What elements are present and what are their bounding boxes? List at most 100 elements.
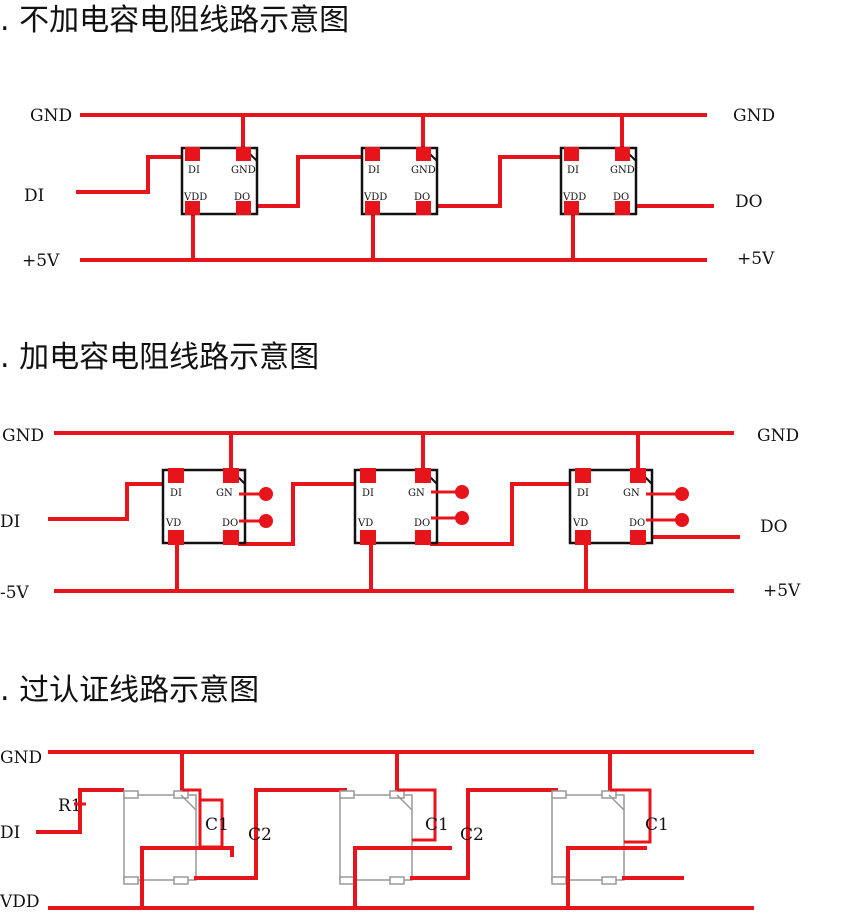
vdd-tap: [140, 846, 234, 910]
pin-label-vdd: VD: [165, 518, 181, 529]
pin-label-di: DI: [188, 165, 200, 176]
gnd-label-right: GND: [733, 106, 775, 126]
pin-label-gnd: GND: [411, 165, 436, 176]
data-wire-2-3: [410, 788, 558, 880]
pin-pad: [168, 530, 184, 545]
section2-title: . 加电容电阻线路示意图: [0, 340, 319, 375]
section3-circuit: GND DI VDD R1 C1 C2: [0, 748, 754, 912]
pin-pad: [564, 147, 579, 161]
gnd-label-left: GND: [0, 748, 42, 768]
pin-pad: [601, 790, 617, 799]
pin-label-vdd: VDD: [562, 192, 586, 203]
chip-body: [339, 794, 413, 881]
pin-label-vdd: VD: [572, 518, 588, 529]
pin-pad: [223, 530, 239, 545]
pin-label-vdd: VD: [357, 518, 373, 529]
led-chip: DI GN VD DO: [568, 431, 689, 593]
capacitor-pad: [675, 513, 689, 527]
capacitor-pad: [259, 487, 273, 501]
c2-label: C2: [248, 825, 272, 845]
pin-pad: [339, 876, 355, 885]
pin-pad: [185, 147, 200, 161]
di-wire: [36, 788, 124, 834]
pin-pad: [575, 468, 591, 483]
capacitor-pad: [455, 511, 469, 525]
data-wire-1-2: [248, 155, 369, 208]
pin-pad: [416, 201, 431, 215]
pin-label-gnd: GND: [610, 165, 635, 176]
led-chip: C1: [123, 750, 234, 910]
chip-notch: [180, 794, 197, 811]
section2-circuit: GND GND DI DO -5V +5V DI GN VD DO: [0, 426, 801, 603]
chip-notch: [396, 794, 413, 811]
section1-title: . 不加电容电阻线路示意图: [0, 3, 349, 38]
pin-pad: [236, 201, 251, 215]
di-wire: [76, 155, 189, 194]
pin-pad: [223, 468, 239, 483]
pin-pad: [630, 530, 646, 545]
led-chip: DI GND VDD DO: [360, 113, 439, 262]
pin-label-do: DO: [613, 192, 629, 203]
pin-label-vdd: VDD: [363, 192, 387, 203]
c1-label: C1: [645, 815, 669, 835]
pin-label-di: DI: [362, 488, 374, 499]
c2-label: C2: [460, 825, 484, 845]
led-chip: DI GN VD DO: [353, 431, 469, 593]
pin-label-di: DI: [567, 165, 579, 176]
data-wire-1-2: [238, 482, 360, 546]
pin-label-di: DI: [577, 488, 589, 499]
pin-pad: [551, 876, 567, 885]
capacitor-pad: [455, 485, 469, 499]
c1-label: C1: [205, 815, 229, 835]
pin-pad: [185, 201, 200, 215]
pin-label-do: DO: [414, 518, 430, 529]
pin-pad: [236, 147, 251, 161]
di-label: DI: [0, 512, 20, 532]
led-chip: DI GND VDD DO: [180, 113, 259, 262]
vcc-label-left: -5V: [0, 583, 30, 603]
data-wire-1-2: [194, 788, 347, 880]
section1-circuit: GND GND DI DO +5V +5V DI GND VDD DO: [22, 106, 775, 271]
pin-pad: [416, 147, 431, 161]
gnd-label-left: GND: [30, 106, 72, 126]
pin-label-gnd: GN: [623, 488, 640, 499]
pin-pad: [365, 201, 380, 215]
chip-body: [123, 794, 197, 881]
vdd-tap: [566, 846, 647, 910]
pin-pad: [551, 790, 567, 799]
c1-cap-lead: [397, 788, 437, 842]
pin-pad: [123, 876, 139, 885]
pin-label-gnd: GN: [408, 488, 425, 499]
do-label: DO: [760, 517, 788, 537]
led-chip: DI GN VD DO: [161, 431, 273, 593]
data-wire-2-3: [428, 155, 569, 208]
gnd-label-left: GND: [2, 426, 44, 446]
r1-label: R1: [58, 796, 82, 816]
c1-cap-lead: [610, 788, 652, 844]
pin-pad: [339, 790, 355, 799]
pin-label-do: DO: [222, 518, 238, 529]
vdd-tap: [353, 846, 452, 910]
di-label: DI: [0, 823, 20, 843]
pin-label-do: DO: [414, 192, 430, 203]
pin-pad: [360, 530, 376, 545]
pin-label-gnd: GN: [216, 488, 233, 499]
chip-body: [551, 794, 625, 881]
pin-label-di: DI: [368, 165, 380, 176]
pin-pad: [360, 468, 376, 483]
pin-pad: [615, 201, 630, 215]
pin-pad: [615, 147, 630, 161]
vcc-label-right: +5V: [737, 249, 775, 269]
pin-pad: [173, 790, 189, 799]
do-label: DO: [735, 192, 763, 212]
led-chip: DI GND VDD DO: [559, 113, 638, 262]
chip-notch: [608, 794, 625, 811]
led-chip: C1: [339, 750, 452, 910]
capacitor-pad: [675, 487, 689, 501]
pin-pad: [575, 530, 591, 545]
led-chip: C1: [551, 750, 669, 910]
pin-label-do: DO: [629, 518, 645, 529]
vcc-label-right: +5V: [763, 581, 801, 601]
di-label: DI: [24, 186, 44, 206]
